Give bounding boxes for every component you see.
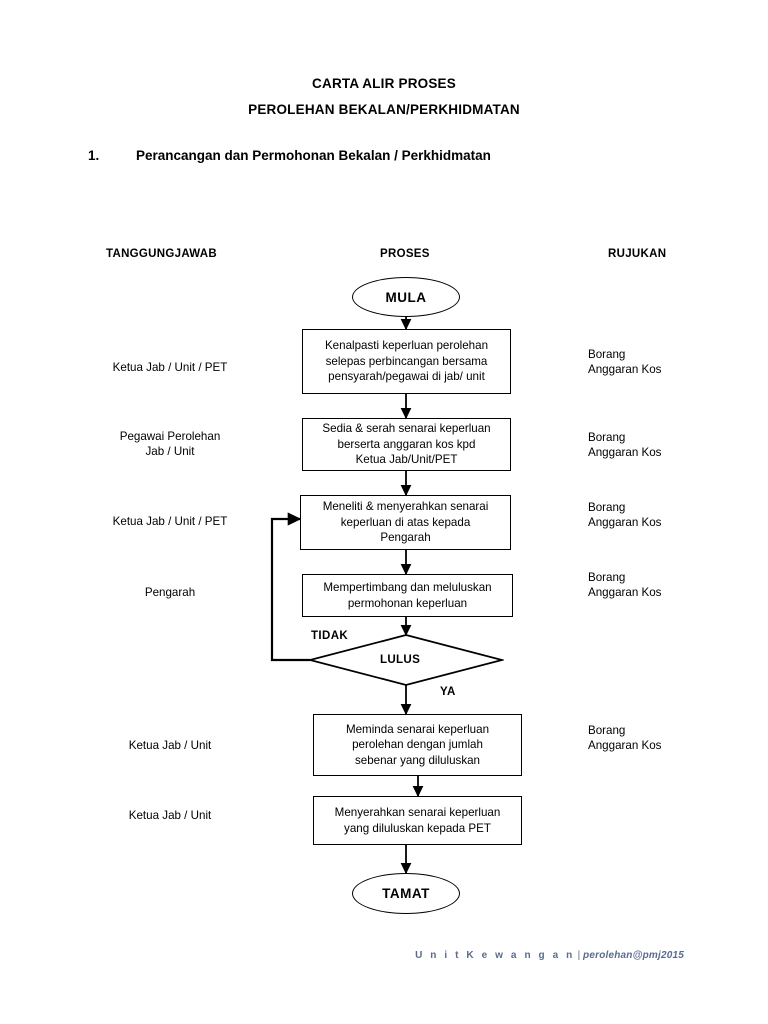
reference-label-1: Borang Anggaran Kos	[588, 348, 662, 376]
reference-label-4: Borang Anggaran Kos	[588, 571, 662, 599]
terminator-end[interactable]: TAMAT	[352, 873, 460, 914]
terminator-end-label: TAMAT	[382, 886, 430, 901]
document-title-line-1: CARTA ALIR PROSES	[312, 76, 456, 91]
column-header-tanggungjawab: TANGGUNGJAWAB	[106, 248, 218, 260]
responsibility-label-2: Pegawai Perolehan Jab / Unit	[119, 430, 221, 458]
process-box-2[interactable]: Sedia & serah senarai keperluan berserta…	[302, 418, 511, 471]
process-box-5[interactable]: Meminda senarai keperluan perolehan deng…	[313, 714, 522, 776]
section-title: Perancangan dan Permohonan Bekalan / Per…	[136, 148, 491, 163]
column-header-rujukan: RUJUKAN	[608, 248, 667, 260]
process-box-6[interactable]: Menyerahkan senarai keperluan yang dilul…	[313, 796, 522, 845]
process-box-5-text: Meminda senarai keperluan perolehan deng…	[345, 722, 490, 767]
process-box-1-text: Kenalpasti keperluan perolehan selepas p…	[324, 339, 489, 384]
responsibility-label-5: Ketua Jab / Unit	[128, 739, 212, 752]
footer-unit-name: U n i t K e w a n g a n	[415, 950, 575, 961]
process-box-3[interactable]: Meneliti & menyerahkan senarai keperluan…	[300, 495, 511, 550]
reference-label-2: Borang Anggaran Kos	[588, 431, 662, 459]
decision-diamond-lulus[interactable]	[308, 633, 504, 687]
terminator-start-label: MULA	[385, 289, 427, 305]
column-header-proses: PROSES	[380, 248, 430, 260]
process-box-6-text: Menyerahkan senarai keperluan yang dilul…	[334, 806, 501, 835]
reference-label-5: Borang Anggaran Kos	[588, 724, 662, 752]
page-footer: U n i t K e w a n g a n | perolehan@pmj2…	[0, 950, 768, 961]
reference-label-3: Borang Anggaran Kos	[588, 501, 662, 529]
process-box-1[interactable]: Kenalpasti keperluan perolehan selepas p…	[302, 329, 511, 394]
terminator-start[interactable]: MULA	[352, 277, 460, 317]
responsibility-label-3: Ketua Jab / Unit / PET	[112, 515, 228, 528]
section-number: 1.	[88, 148, 100, 163]
branch-label-tidak: TIDAK	[311, 630, 349, 642]
decision-diamond-label: LULUS	[380, 653, 421, 666]
process-box-3-text: Meneliti & menyerahkan senarai keperluan…	[322, 500, 489, 545]
branch-label-ya: YA	[440, 686, 456, 698]
document-title-line-2: PEROLEHAN BEKALAN/PERKHIDMATAN	[248, 102, 520, 117]
responsibility-label-1: Ketua Jab / Unit / PET	[112, 361, 228, 374]
responsibility-label-6: Ketua Jab / Unit	[128, 809, 212, 822]
responsibility-label-4: Pengarah	[144, 586, 196, 599]
process-box-4-text: Mempertimbang dan meluluskan permohonan …	[323, 581, 492, 610]
footer-email: perolehan@pmj2015	[583, 950, 684, 961]
footer-separator: |	[574, 950, 584, 961]
process-box-4[interactable]: Mempertimbang dan meluluskan permohonan …	[302, 574, 513, 617]
section-heading: 1. Perancangan dan Permohonan Bekalan / P…	[88, 148, 491, 163]
process-box-2-text: Sedia & serah senarai keperluan berserta…	[322, 422, 491, 467]
